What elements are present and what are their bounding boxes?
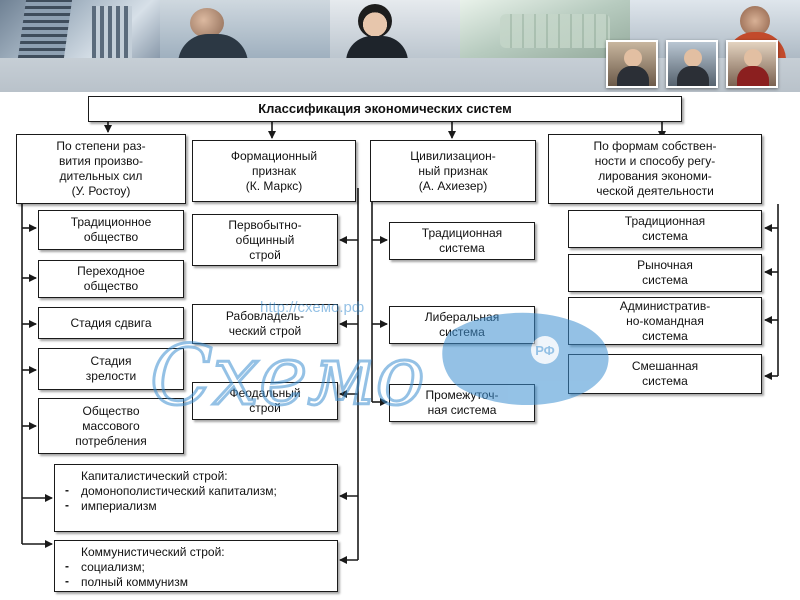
ownership-item-command: Административ- но-командная система bbox=[568, 297, 762, 345]
communism-points: социализм; полный коммунизм bbox=[63, 559, 188, 590]
rostow-item-maturity: Стадия зрелости bbox=[38, 348, 184, 390]
thumbnail-group bbox=[606, 40, 778, 88]
rostow-item-takeoff: Стадия сдвига bbox=[38, 307, 184, 339]
thumbnail-photo-2 bbox=[666, 40, 718, 88]
ownership-item-mixed: Смешанная система bbox=[568, 354, 762, 394]
connector-lines bbox=[21, 122, 779, 564]
businesswoman-photo bbox=[330, 0, 460, 58]
diagram-title: Классификация экономических систем bbox=[88, 96, 682, 122]
marx-list-communism: Коммунистический строй: социализм; полны… bbox=[54, 540, 338, 592]
akhiezer-item-intermediate: Промежуточ- ная система bbox=[389, 384, 535, 422]
map-pen-photo bbox=[460, 0, 630, 58]
capitalism-heading: Капиталистический строй: bbox=[81, 469, 228, 483]
header-banner bbox=[0, 0, 800, 92]
list-item: домонополистический капитализм; bbox=[63, 483, 277, 499]
rostow-item-transitional: Переходное общество bbox=[38, 260, 184, 298]
skyscraper-photo bbox=[0, 0, 160, 58]
column-header-rostow: По степени раз- вития произво- дительных… bbox=[16, 134, 186, 204]
marx-list-capitalism: Капиталистический строй: домонополистиче… bbox=[54, 464, 338, 532]
thumbnail-photo-3 bbox=[726, 40, 778, 88]
column-header-akhiezer: Цивилизацион- ный признак (А. Ахиезер) bbox=[370, 140, 536, 202]
column-header-marx: Формационный признак (К. Маркс) bbox=[192, 140, 356, 202]
businessman-photo bbox=[160, 0, 330, 58]
thumbnail-photo-1 bbox=[606, 40, 658, 88]
communism-heading: Коммунистический строй: bbox=[81, 545, 225, 559]
marx-item-primitive: Первобытно- общинный строй bbox=[192, 214, 338, 266]
list-item: полный коммунизм bbox=[63, 574, 188, 590]
capitalism-points: домонополистический капитализм; империал… bbox=[63, 483, 277, 514]
akhiezer-item-liberal: Либеральная система bbox=[389, 306, 535, 344]
marx-item-slavery: Рабовладель- ческий строй bbox=[192, 304, 338, 344]
ownership-item-traditional: Традиционная система bbox=[568, 210, 762, 248]
akhiezer-item-traditional: Традиционная система bbox=[389, 222, 535, 260]
marx-item-feudal: Феодальный строй bbox=[192, 382, 338, 420]
rostow-item-mass-consumption: Общество массового потребления bbox=[38, 398, 184, 454]
list-item: империализм bbox=[63, 498, 277, 514]
ownership-item-market: Рыночная система bbox=[568, 254, 762, 292]
rostow-item-traditional: Традиционное общество bbox=[38, 210, 184, 250]
column-header-ownership: По формам собствен- ности и способу регу… bbox=[548, 134, 762, 204]
list-item: социализм; bbox=[63, 559, 188, 575]
classification-diagram: Классификация экономических систем По ст… bbox=[0, 92, 800, 600]
